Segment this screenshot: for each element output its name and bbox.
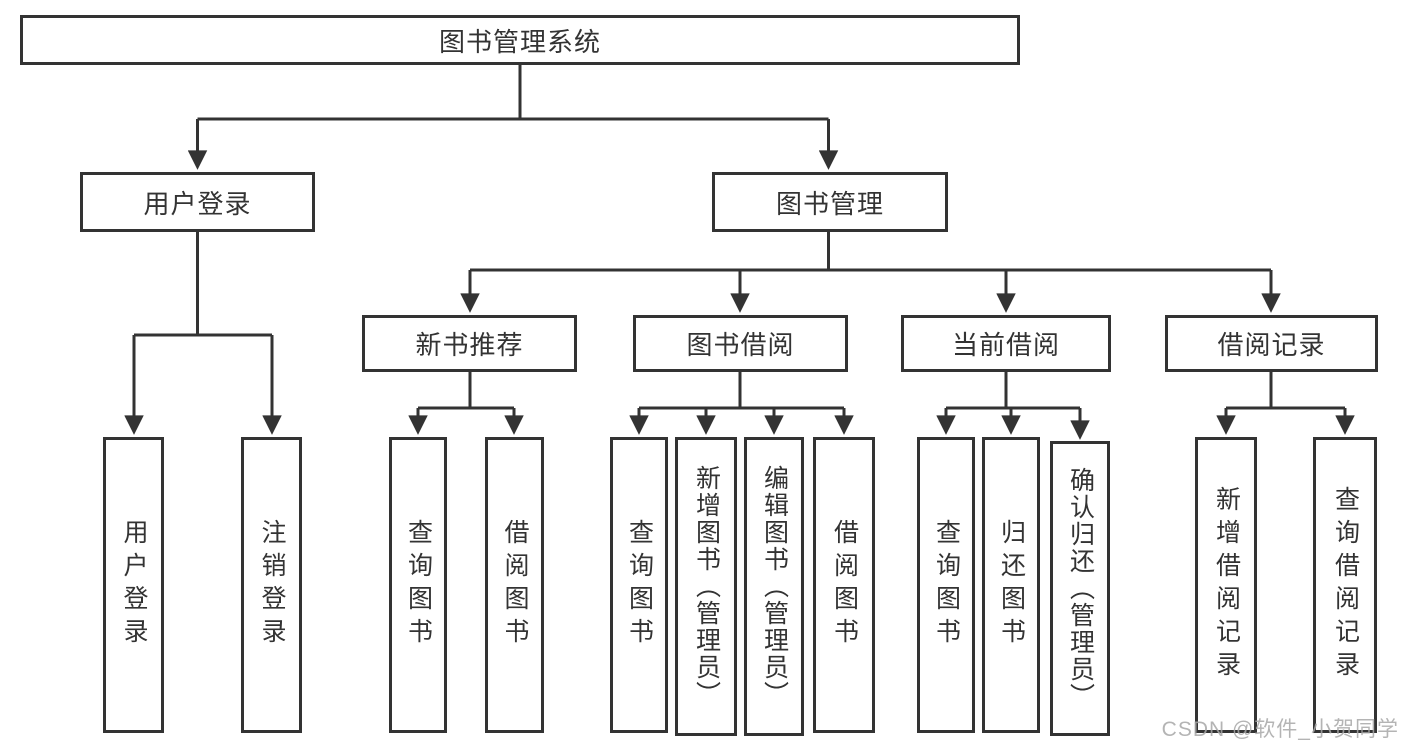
node-borrowing-records-label: 借阅记录 bbox=[1217, 330, 1326, 360]
leaf-borrow-books-2-label: 借阅图书 bbox=[830, 519, 859, 651]
leaf-logout-label: 注销登录 bbox=[258, 519, 286, 651]
node-book-borrowing: 图书借阅 bbox=[633, 315, 848, 372]
node-root: 图书管理系统 bbox=[20, 15, 1020, 65]
leaf-edit-books-admin: 编辑图书（管理员） bbox=[744, 437, 804, 736]
leaf-query-books-3-label: 查询图书 bbox=[932, 519, 961, 651]
leaf-logout: 注销登录 bbox=[241, 437, 302, 733]
node-user-login-branch-label: 用户登录 bbox=[143, 188, 252, 219]
leaf-user-login: 用户登录 bbox=[103, 437, 164, 733]
leaf-borrow-books-1: 借阅图书 bbox=[485, 437, 544, 733]
leaf-query-borrow-record: 查询借阅记录 bbox=[1313, 437, 1377, 733]
node-book-management: 图书管理 bbox=[712, 172, 948, 232]
leaf-add-borrow-record-label: 新增借阅记录 bbox=[1212, 486, 1241, 684]
leaf-query-books-2: 查询图书 bbox=[610, 437, 668, 733]
leaf-user-login-label: 用户登录 bbox=[120, 519, 148, 651]
leaf-query-books-1-label: 查询图书 bbox=[404, 519, 433, 651]
leaf-return-books-label: 归还图书 bbox=[997, 519, 1026, 651]
node-new-book-recommend-label: 新书推荐 bbox=[415, 330, 524, 360]
node-borrowing-records: 借阅记录 bbox=[1165, 315, 1378, 372]
node-book-management-label: 图书管理 bbox=[775, 188, 884, 219]
leaf-edit-books-admin-label: 编辑图书（管理员） bbox=[760, 465, 789, 708]
leaf-query-books-3: 查询图书 bbox=[917, 437, 975, 733]
leaf-confirm-return-admin: 确认归还（管理员） bbox=[1050, 441, 1110, 736]
leaf-return-books: 归还图书 bbox=[982, 437, 1040, 733]
csdn-watermark: CSDN @软件_小贺同学 bbox=[1161, 718, 1399, 741]
leaf-borrow-books-2: 借阅图书 bbox=[813, 437, 875, 733]
leaf-query-books-1: 查询图书 bbox=[389, 437, 447, 733]
leaf-add-books-admin-label: 新增图书（管理员） bbox=[692, 465, 721, 708]
leaf-confirm-return-admin-label: 确认归还（管理员） bbox=[1066, 467, 1095, 710]
node-book-borrowing-label: 图书借阅 bbox=[686, 330, 795, 360]
leaf-add-books-admin: 新增图书（管理员） bbox=[675, 437, 737, 736]
leaf-borrow-books-1-label: 借阅图书 bbox=[501, 519, 529, 651]
node-root-label: 图书管理系统 bbox=[438, 26, 601, 57]
leaf-query-books-2-label: 查询图书 bbox=[625, 519, 654, 651]
leaf-add-borrow-record: 新增借阅记录 bbox=[1195, 437, 1257, 733]
node-user-login-branch: 用户登录 bbox=[80, 172, 315, 232]
node-current-borrowing: 当前借阅 bbox=[901, 315, 1111, 372]
leaf-query-borrow-record-label: 查询借阅记录 bbox=[1331, 486, 1360, 684]
node-current-borrowing-label: 当前借阅 bbox=[951, 330, 1060, 360]
node-new-book-recommend: 新书推荐 bbox=[362, 315, 577, 372]
